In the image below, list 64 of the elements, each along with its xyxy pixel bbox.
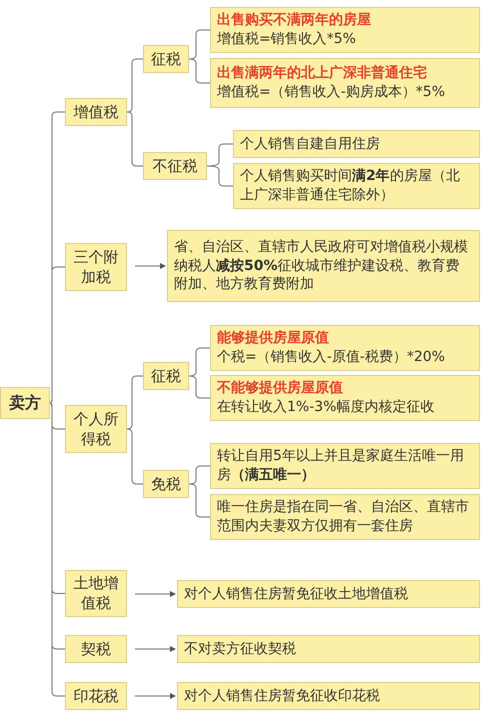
note-text: 对个人销售住房暂免征收印花税 xyxy=(184,686,381,706)
category-box xyxy=(65,405,127,453)
category-box xyxy=(0,387,50,419)
brace-connector xyxy=(126,428,144,484)
heading-text: 不能够提供房屋原值 xyxy=(217,379,344,398)
category-label: 契税 xyxy=(80,638,112,660)
brace-connector xyxy=(126,376,144,430)
note-text: 个税=（销售收入-原值-税费）*20% xyxy=(217,348,446,367)
category-box xyxy=(65,635,127,663)
note-box xyxy=(210,58,480,108)
arrow xyxy=(134,646,176,652)
note-box xyxy=(177,682,480,710)
category-label: 免税 xyxy=(150,474,182,494)
category-box xyxy=(65,570,127,616)
brace-connector xyxy=(126,112,144,166)
brace-connector xyxy=(188,484,210,518)
category-label: 印花税 xyxy=(74,686,118,706)
note-text: 个人销售自建自用住房 xyxy=(240,134,381,154)
note-box xyxy=(210,443,480,489)
note-text: 增值税=（销售收入-购房成本）*5% xyxy=(217,83,446,102)
note-box xyxy=(210,494,480,540)
note-text: 转让自用5年以上并且是家庭生活唯一用房（满五唯一） xyxy=(217,447,465,485)
heading-text: 出售满两年的北上广深非普通住宅 xyxy=(217,64,428,83)
brace-connector xyxy=(188,376,210,398)
brace-connector xyxy=(126,58,144,112)
category-label: 不征税 xyxy=(152,156,198,176)
note-text: 在转让收入1%-3%幅度内核定征收 xyxy=(217,398,436,417)
note-text: 省、自治区、直辖市人民政府可对增值税小规模纳税人减按50%征收城市维护建设税、教育费附加、地方教育费附加 xyxy=(174,238,469,294)
heading-text: 出售购买不满两年的房屋 xyxy=(217,11,372,30)
brace-connector xyxy=(50,266,66,404)
arrow xyxy=(134,693,176,699)
brace-connector xyxy=(206,166,234,186)
category-label: 三个附加税 xyxy=(74,246,118,288)
note-box xyxy=(167,230,480,302)
category-label: 卖方 xyxy=(8,392,42,414)
arrow xyxy=(134,263,166,269)
note-box xyxy=(177,580,480,608)
note-text: 不对卖方征收契税 xyxy=(184,640,297,658)
note-box xyxy=(210,325,480,371)
category-label: 增值税 xyxy=(74,102,118,122)
brace-connector xyxy=(188,58,210,84)
note-text: 个人销售购买时间满2年的房屋（北上广深非普通住宅除外） xyxy=(240,167,461,205)
category-box xyxy=(143,362,189,390)
heading-text: 能够提供房屋原值 xyxy=(217,329,330,348)
arrow xyxy=(134,591,176,597)
category-box xyxy=(65,682,127,710)
note-text: 对个人销售住房暂免征收土地增值税 xyxy=(184,584,409,604)
category-box xyxy=(65,98,127,126)
note-box xyxy=(233,130,480,158)
category-box xyxy=(143,45,189,73)
category-label: 征税 xyxy=(150,48,182,70)
note-box xyxy=(210,7,480,53)
category-box xyxy=(143,470,189,498)
category-box xyxy=(65,243,127,291)
note-box xyxy=(210,375,480,421)
category-box xyxy=(143,152,207,180)
category-label: 土地增值税 xyxy=(74,573,118,614)
brace-connector xyxy=(50,402,66,696)
category-label: 个人所得税 xyxy=(74,408,118,450)
category-label: 征税 xyxy=(150,366,182,386)
note-box xyxy=(177,635,480,663)
note-box xyxy=(233,163,480,209)
note-text: 唯一住房是指在同一省、自治区、直辖市范围内夫妻双方仅拥有一套住房 xyxy=(217,498,470,536)
note-text: 增值税=销售收入*5% xyxy=(217,30,357,49)
